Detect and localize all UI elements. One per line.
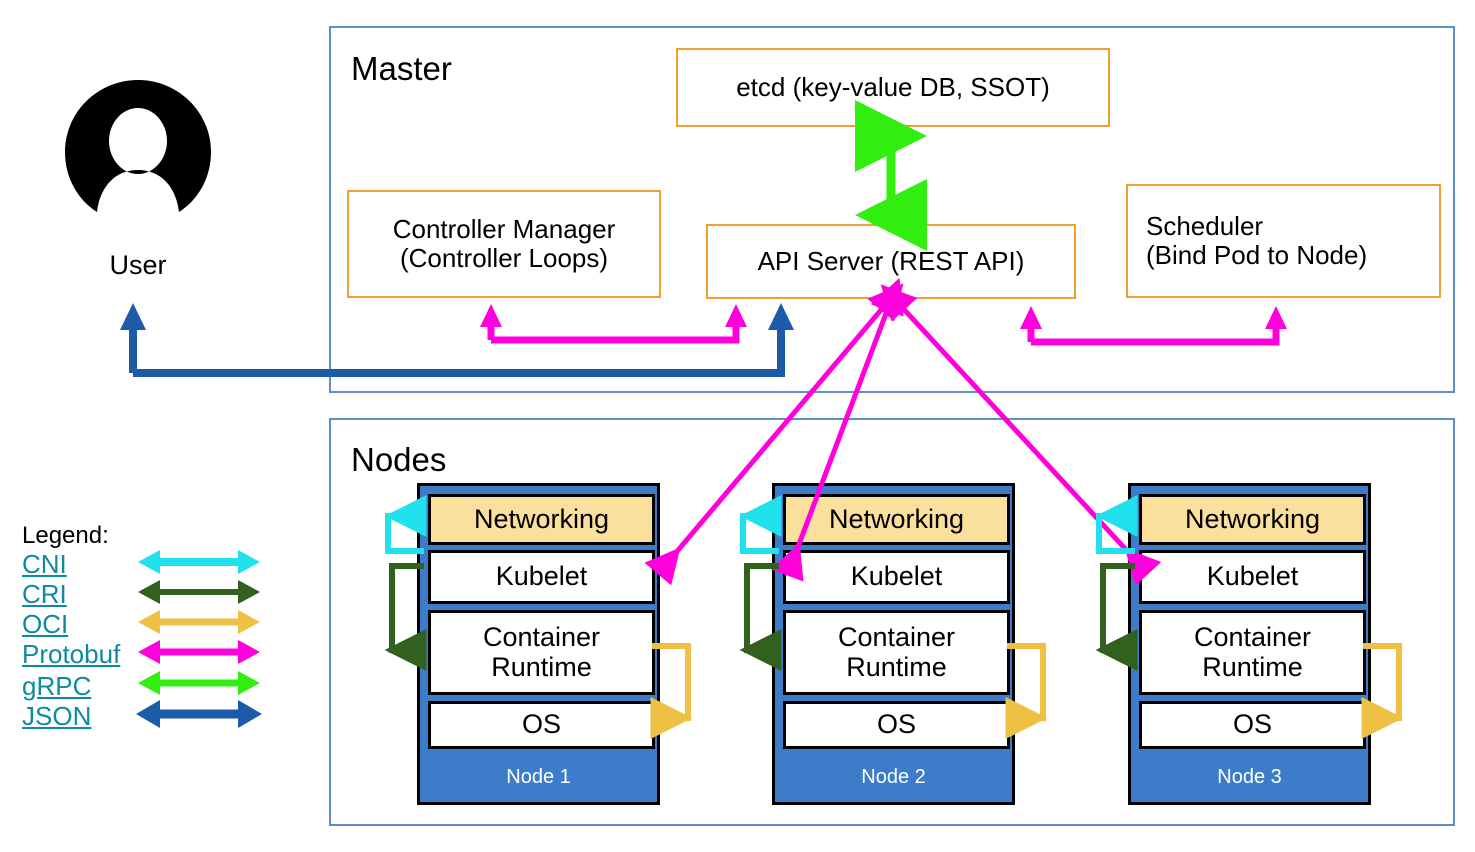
controller-manager-label: Controller Manager — [392, 213, 616, 244]
node-card-1[interactable]: Networking Kubelet Container Runtime OS … — [417, 483, 660, 805]
legend-item-oci[interactable]: OCI — [22, 609, 69, 639]
etcd-box[interactable]: etcd (key-value DB, SSOT) — [676, 48, 1110, 127]
node-1-kubelet-label: Kubelet — [495, 561, 588, 592]
legend-swatch-protobuf-icon — [138, 640, 260, 664]
node-3-networking-label: Networking — [1184, 503, 1321, 534]
node-2-os-label: OS — [876, 709, 916, 740]
legend-item-cri[interactable]: CRI — [22, 579, 67, 609]
node-3-container-runtime-label-line2: Runtime — [1202, 651, 1303, 682]
node-2-networking[interactable]: Networking — [783, 494, 1010, 545]
user-label: User — [109, 250, 167, 280]
node-1-kubelet[interactable]: Kubelet — [428, 550, 655, 604]
node-3-container-runtime-label-line1: Container — [1193, 622, 1312, 653]
legend-item-cni[interactable]: CNI — [22, 549, 67, 579]
node-2-networking-label: Networking — [828, 503, 965, 534]
node-3-kubelet-label: Kubelet — [1206, 561, 1299, 592]
etcd-label: etcd (key-value DB, SSOT) — [736, 71, 1050, 102]
node-card-2[interactable]: Networking Kubelet Container Runtime OS … — [772, 483, 1015, 805]
legend-swatch-cri-icon — [138, 580, 260, 604]
user-avatar-icon — [62, 78, 214, 223]
nodes-group-title: Nodes — [351, 441, 447, 478]
node-3-networking[interactable]: Networking — [1139, 494, 1366, 545]
node-2-kubelet[interactable]: Kubelet — [783, 550, 1010, 604]
legend-swatch-cni-icon — [138, 550, 260, 574]
api-server-box[interactable]: API Server (REST API) — [706, 224, 1076, 299]
legend-item-protobuf[interactable]: Protobuf — [22, 639, 121, 669]
node-2-container-runtime-label-line2: Runtime — [846, 651, 947, 682]
legend-swatch-oci-icon — [138, 610, 260, 634]
node-1-networking-label: Networking — [473, 503, 610, 534]
legend-swatch-json-icon — [136, 700, 262, 728]
node-1-container-runtime-label-line1: Container — [482, 622, 601, 653]
controller-manager-box[interactable]: Controller Manager (Controller Loops) — [347, 190, 661, 298]
node-3-os[interactable]: OS — [1139, 701, 1366, 749]
node-2-os[interactable]: OS — [783, 701, 1010, 749]
controller-manager-sublabel: (Controller Loops) — [399, 243, 609, 273]
node-2-kubelet-label: Kubelet — [850, 561, 943, 592]
scheduler-box[interactable]: Scheduler (Bind Pod to Node) — [1126, 184, 1441, 298]
node-3-container-runtime[interactable]: Container Runtime — [1139, 610, 1366, 695]
api-server-label: API Server (REST API) — [757, 245, 1025, 276]
node-2-container-runtime[interactable]: Container Runtime — [783, 610, 1010, 695]
scheduler-label: Scheduler — [1146, 210, 1264, 241]
node-card-3[interactable]: Networking Kubelet Container Runtime OS … — [1128, 483, 1371, 805]
node-1-os[interactable]: OS — [428, 701, 655, 749]
node-1-networking[interactable]: Networking — [428, 494, 655, 545]
master-group-title: Master — [351, 50, 452, 87]
node-1-name: Node 1 — [506, 766, 571, 788]
scheduler-sublabel: (Bind Pod to Node) — [1146, 240, 1368, 270]
node-3-os-label: OS — [1232, 709, 1272, 740]
legend-title: Legend: — [22, 522, 109, 549]
node-2-container-runtime-label-line1: Container — [837, 622, 956, 653]
legend-item-grpc[interactable]: gRPC — [22, 671, 92, 701]
node-1-os-label: OS — [521, 709, 561, 740]
node-3-kubelet[interactable]: Kubelet — [1139, 550, 1366, 604]
node-1-container-runtime[interactable]: Container Runtime — [428, 610, 655, 695]
node-2-name: Node 2 — [861, 766, 926, 788]
node-3-name: Node 3 — [1217, 766, 1282, 788]
node-1-container-runtime-label-line2: Runtime — [491, 651, 592, 682]
legend-swatch-grpc-icon — [138, 671, 260, 695]
legend-item-json[interactable]: JSON — [22, 701, 92, 731]
